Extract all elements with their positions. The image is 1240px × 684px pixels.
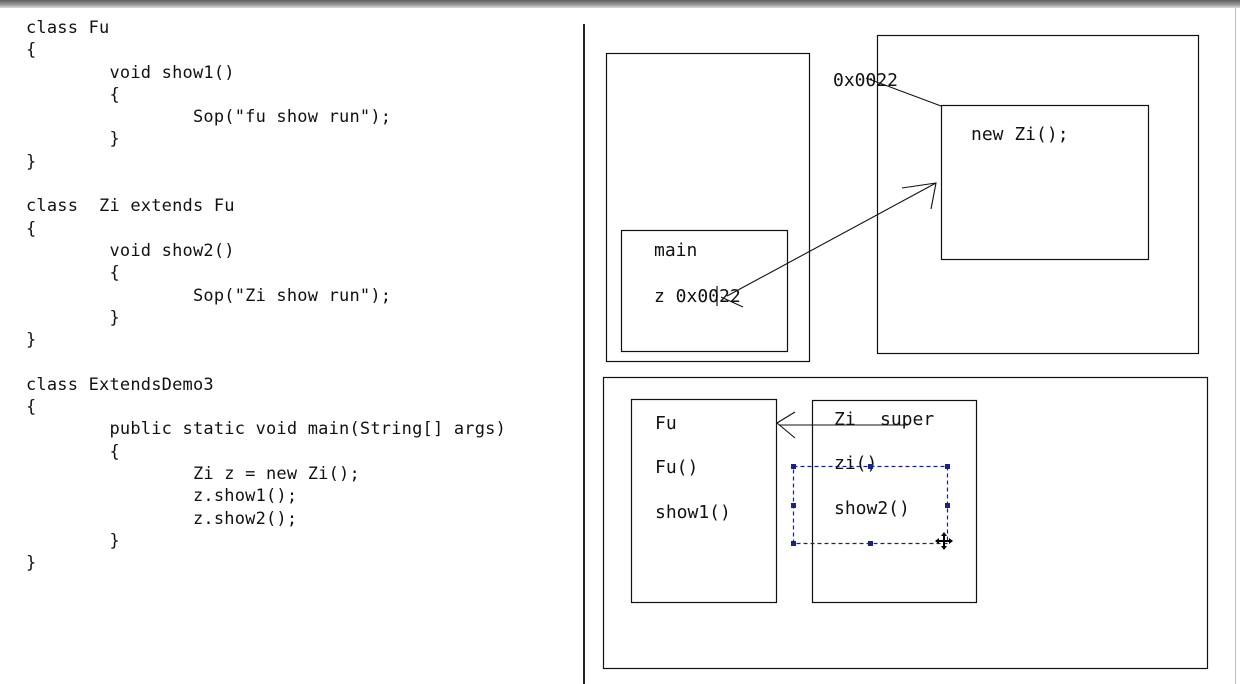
address-pointer-line	[865, 77, 942, 107]
super-arrowhead	[776, 411, 796, 439]
fu-method-show1: show1()	[655, 502, 731, 523]
reference-arrow-tail	[720, 296, 744, 308]
panel-divider	[583, 24, 585, 684]
stack-box	[605, 52, 811, 363]
zi-object-box	[940, 104, 1150, 261]
code-panel: class Fu { void show1() { Sop("fu show r…	[0, 8, 583, 684]
selection-handle[interactable]	[791, 503, 796, 508]
selection-handle[interactable]	[945, 464, 950, 469]
heap-address-label: 0x0022	[833, 70, 898, 91]
method-area-box	[602, 376, 1209, 670]
stack-variable-z: z 0x0022	[654, 286, 741, 307]
main-frame-box	[620, 229, 789, 353]
selection-handle[interactable]	[945, 503, 950, 508]
selection-handle[interactable]	[868, 541, 873, 546]
move-cursor-icon	[935, 532, 953, 550]
zi-class-box	[811, 399, 978, 604]
source-code: class Fu { void show1() { Sop("fu show r…	[26, 18, 507, 574]
selection-handle[interactable]	[791, 464, 796, 469]
fu-constructor: Fu()	[655, 457, 698, 478]
reference-arrow	[726, 182, 937, 297]
zi-constructor: zi()	[834, 453, 877, 474]
zi-method-show2: show2()	[834, 498, 910, 519]
right-edge-line	[1235, 8, 1236, 684]
heap-box	[876, 34, 1200, 355]
window-top-bar	[0, 0, 1240, 8]
reference-arrowhead	[901, 182, 937, 210]
zi-class-title: Zi	[834, 409, 856, 430]
fu-class-box	[630, 398, 778, 604]
selection-handle[interactable]	[868, 464, 873, 469]
selection-handle[interactable]	[791, 541, 796, 546]
main-frame-label: main	[654, 240, 697, 261]
zi-object-label: new Zi();	[971, 124, 1069, 145]
fu-class-title: Fu	[655, 413, 677, 434]
zi-super-label: super	[880, 409, 934, 430]
